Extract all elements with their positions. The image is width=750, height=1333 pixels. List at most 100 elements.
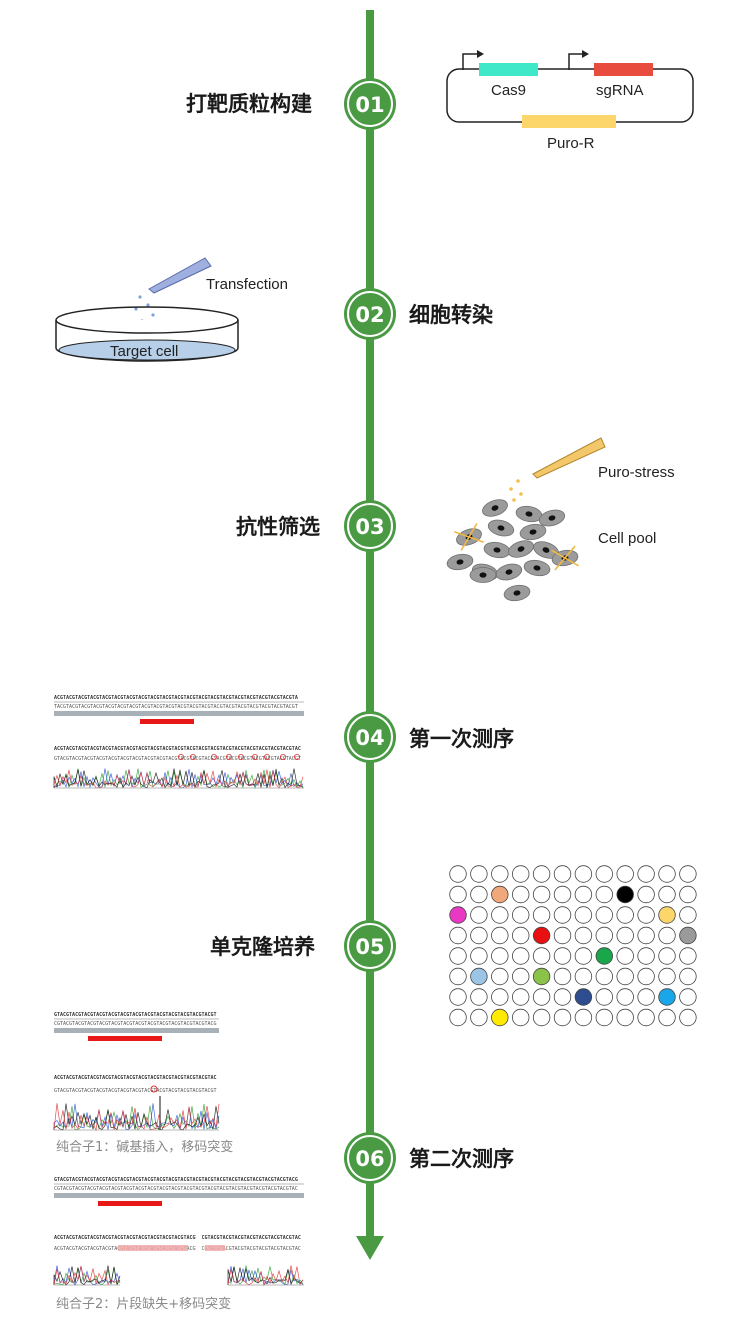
step-marker-outer bbox=[344, 920, 396, 972]
plate-well bbox=[574, 947, 593, 965]
chromatogram-line bbox=[53, 1265, 121, 1286]
reference-sequence: GTACGTACGTACGTACGTACGTACGTACGTACGTACGTAC… bbox=[54, 1012, 217, 1018]
mismatch-marker bbox=[237, 754, 244, 761]
step-marker-01: 01 bbox=[344, 78, 396, 130]
step-marker-06: 06 bbox=[344, 1132, 396, 1184]
plate-well bbox=[491, 926, 509, 945]
plate-well bbox=[574, 1008, 593, 1027]
plate-well bbox=[532, 988, 551, 1006]
plate-well bbox=[470, 926, 488, 945]
petri-dish-rim bbox=[55, 306, 239, 334]
step-marker-ring bbox=[347, 714, 393, 760]
plate-well bbox=[637, 1008, 655, 1027]
reference-sequence: ACGTACGTACGTACGTACGTACGTACGTACGTACGTACGT… bbox=[54, 695, 298, 701]
step-marker-outer bbox=[344, 78, 396, 130]
cell bbox=[503, 584, 531, 602]
plate-well bbox=[470, 865, 488, 883]
plate-well bbox=[574, 988, 593, 1006]
cell-nucleus bbox=[497, 525, 505, 531]
sequence-gap bbox=[196, 1235, 202, 1287]
plate-well bbox=[616, 988, 634, 1006]
step-marker-outer bbox=[344, 500, 396, 552]
chromatogram-line bbox=[53, 769, 304, 789]
plate-well bbox=[574, 865, 593, 883]
plate-well bbox=[637, 947, 655, 965]
plate-well bbox=[449, 885, 467, 904]
read-sequence: GTACGTACGTACGTACGTACGTACGTACGTACGTACGTAC… bbox=[54, 756, 301, 762]
cell bbox=[446, 553, 474, 571]
deletion-region bbox=[205, 1245, 225, 1251]
promoter-arrowhead-2 bbox=[582, 50, 589, 58]
plate-well bbox=[679, 906, 697, 924]
timeline-arrowhead bbox=[356, 1236, 384, 1260]
cell bbox=[482, 499, 508, 517]
cell bbox=[454, 523, 484, 551]
cell bbox=[551, 545, 579, 571]
plate-well bbox=[658, 865, 676, 883]
step-title-06: 第二次测序 bbox=[409, 1147, 514, 1171]
plate-well bbox=[595, 1008, 614, 1027]
plate-well bbox=[679, 865, 697, 883]
insertion-marker bbox=[150, 1085, 158, 1093]
aligned-sequence: ACGTACGTACGTACGTACGTACGTACGTACGTACGTACGT… bbox=[54, 1235, 301, 1241]
step-marker-ring bbox=[347, 1135, 393, 1181]
homozygote-1-caption: 纯合子1：碱基插入，移码突变 bbox=[56, 1139, 233, 1155]
plate-well bbox=[658, 926, 676, 945]
plate-well bbox=[679, 947, 697, 965]
step-marker-02: 02 bbox=[344, 288, 396, 340]
step-title-01: 打靶质粒构建 bbox=[186, 92, 312, 116]
plate-well bbox=[449, 967, 467, 986]
plate-well bbox=[470, 947, 488, 965]
step-marker-03: 03 bbox=[344, 500, 396, 552]
step-marker-ring bbox=[347, 923, 393, 969]
plate-well bbox=[616, 926, 634, 945]
cell-nucleus bbox=[491, 505, 499, 511]
plate-well bbox=[553, 988, 572, 1006]
plate-well bbox=[491, 865, 509, 883]
plate-well bbox=[532, 906, 551, 924]
step-title-02: 细胞转染 bbox=[409, 303, 493, 327]
plate-well bbox=[491, 906, 509, 924]
chromatogram-line bbox=[53, 1104, 220, 1131]
plate-well bbox=[616, 906, 634, 924]
homozygote-2-caption: 纯合子2：片段缺失+移码突变 bbox=[56, 1296, 231, 1312]
sequencing-trace-3: GTACGTACGTACGTACGTACGTACGTACGTACGTACGTAC… bbox=[53, 1177, 304, 1287]
plate-well bbox=[553, 865, 572, 883]
puro-droplet bbox=[512, 498, 516, 502]
plate-well bbox=[616, 967, 634, 986]
step-number: 06 bbox=[355, 1147, 384, 1171]
step-marker-outer bbox=[344, 288, 396, 340]
step-number: 01 bbox=[355, 93, 384, 117]
plate-well bbox=[553, 885, 572, 904]
cas9-label: Cas9 bbox=[491, 82, 526, 99]
cell-pool bbox=[446, 499, 579, 602]
plate-well bbox=[637, 967, 655, 986]
chromatogram-line bbox=[227, 1266, 304, 1286]
plate-well bbox=[679, 926, 697, 945]
plate-well bbox=[679, 1008, 697, 1027]
plasmid-construct: Cas9 sgRNA Puro-R bbox=[446, 50, 694, 152]
plate-well bbox=[595, 885, 614, 904]
mismatch-marker bbox=[177, 754, 184, 761]
plate-well bbox=[532, 1008, 551, 1027]
well-plate bbox=[449, 865, 697, 1027]
timeline-line bbox=[366, 10, 374, 1240]
promoter-arrowhead-1 bbox=[477, 50, 484, 58]
step-title-05: 单克隆培养 bbox=[210, 935, 315, 959]
plate-well bbox=[512, 865, 530, 883]
step-marker-ring bbox=[347, 81, 393, 127]
cell bbox=[519, 523, 547, 541]
step-number: 02 bbox=[355, 303, 384, 327]
plate-well bbox=[512, 926, 530, 945]
plate-well bbox=[574, 926, 593, 945]
chromatogram-line bbox=[53, 1103, 220, 1132]
feature-bar bbox=[54, 1028, 219, 1033]
plate-well bbox=[470, 906, 488, 924]
plate-well bbox=[679, 967, 697, 986]
plate-well bbox=[449, 926, 467, 945]
plate-well bbox=[616, 865, 634, 883]
cell bbox=[523, 559, 551, 577]
plate-well bbox=[491, 885, 509, 904]
cell bbox=[495, 563, 523, 581]
droplet bbox=[134, 307, 138, 311]
